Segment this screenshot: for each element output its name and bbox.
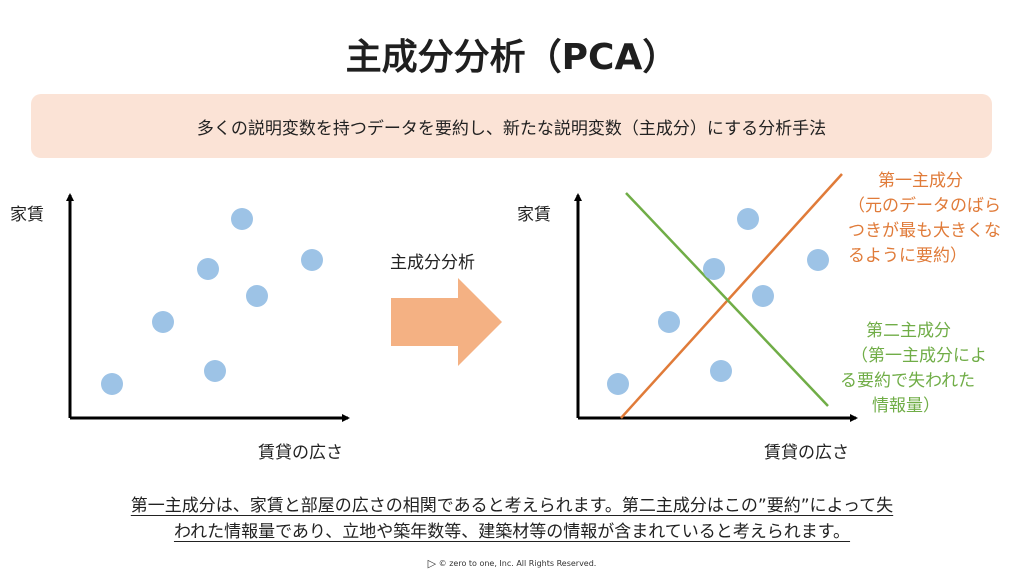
data-point	[807, 249, 829, 271]
copyright-text: zero to one, Inc. All Rights Reserved.	[449, 559, 597, 568]
data-point	[710, 360, 732, 382]
data-point	[752, 285, 774, 307]
left-x-label: 賃貸の広さ	[258, 443, 343, 463]
pc2-note-line: 第二主成分	[866, 321, 951, 341]
definition-banner: 多くの説明変数を持つデータを要約し、新たな説明変数（主成分）にする分析手法	[31, 94, 992, 158]
pc2-annotation: 第二主成分 （第一主成分によ る要約で失われた 情報量）	[840, 321, 987, 416]
pc1-note-line: （元のデータのばら	[848, 195, 1001, 216]
explanation-text: 第一主成分は、家賃と部屋の広さの相関であると考えられます。第二主成分はこの”要約…	[28, 493, 996, 545]
pc2-line	[625, 192, 829, 407]
pc2-note-line: （第一主成分によ	[851, 346, 987, 366]
data-point	[607, 373, 629, 395]
page-title: 主成分分析（PCA）	[345, 37, 679, 78]
data-point	[301, 249, 323, 271]
right-scatter-plot: 家賃 賃貸の広さ 第一主成分 （元のデータのばら つきが最も大きくな るように要…	[517, 171, 1001, 463]
transform-arrow: 主成分分析	[390, 253, 502, 366]
pc1-note-line: るように要約）	[848, 246, 967, 266]
right-y-label: 家賃	[517, 205, 551, 225]
data-point	[204, 360, 226, 382]
transform-arrow-label: 主成分分析	[390, 253, 475, 273]
right-arrow-icon	[391, 278, 502, 366]
pc1-note-line: 第一主成分	[878, 171, 963, 191]
pc2-note-line: る要約で失われた	[840, 371, 975, 391]
data-point	[737, 208, 759, 230]
play-triangle-icon: ▷	[427, 557, 437, 570]
copyright-notice: ▷ © zero to one, Inc. All Rights Reserve…	[0, 557, 1024, 570]
left-y-label: 家賃	[10, 205, 44, 225]
explanation-line: 第一主成分は、家賃と部屋の広さの相関であると考えられます。第二主成分はこの”要約…	[130, 496, 894, 516]
explanation-line: われた情報量であり、立地や築年数等、建築材等の情報が含まれていると考えられます。	[173, 522, 851, 542]
data-point	[197, 258, 219, 280]
left-scatter-plot: 家賃 賃貸の広さ	[10, 193, 350, 463]
data-point	[101, 373, 123, 395]
data-point	[246, 285, 268, 307]
copyright-symbol: ©	[438, 559, 447, 568]
data-point	[703, 258, 725, 280]
data-point	[231, 208, 253, 230]
pc2-note-line: 情報量）	[872, 396, 940, 416]
right-x-label: 賃貸の広さ	[764, 443, 849, 463]
pc1-annotation: 第一主成分 （元のデータのばら つきが最も大きくな るように要約）	[848, 171, 1001, 266]
pc1-note-line: つきが最も大きくな	[848, 221, 1001, 241]
data-point	[152, 311, 174, 333]
pc1-line	[620, 173, 843, 419]
data-point	[658, 311, 680, 333]
definition-text: 多くの説明変数を持つデータを要約し、新たな説明変数（主成分）にする分析手法	[196, 118, 827, 139]
